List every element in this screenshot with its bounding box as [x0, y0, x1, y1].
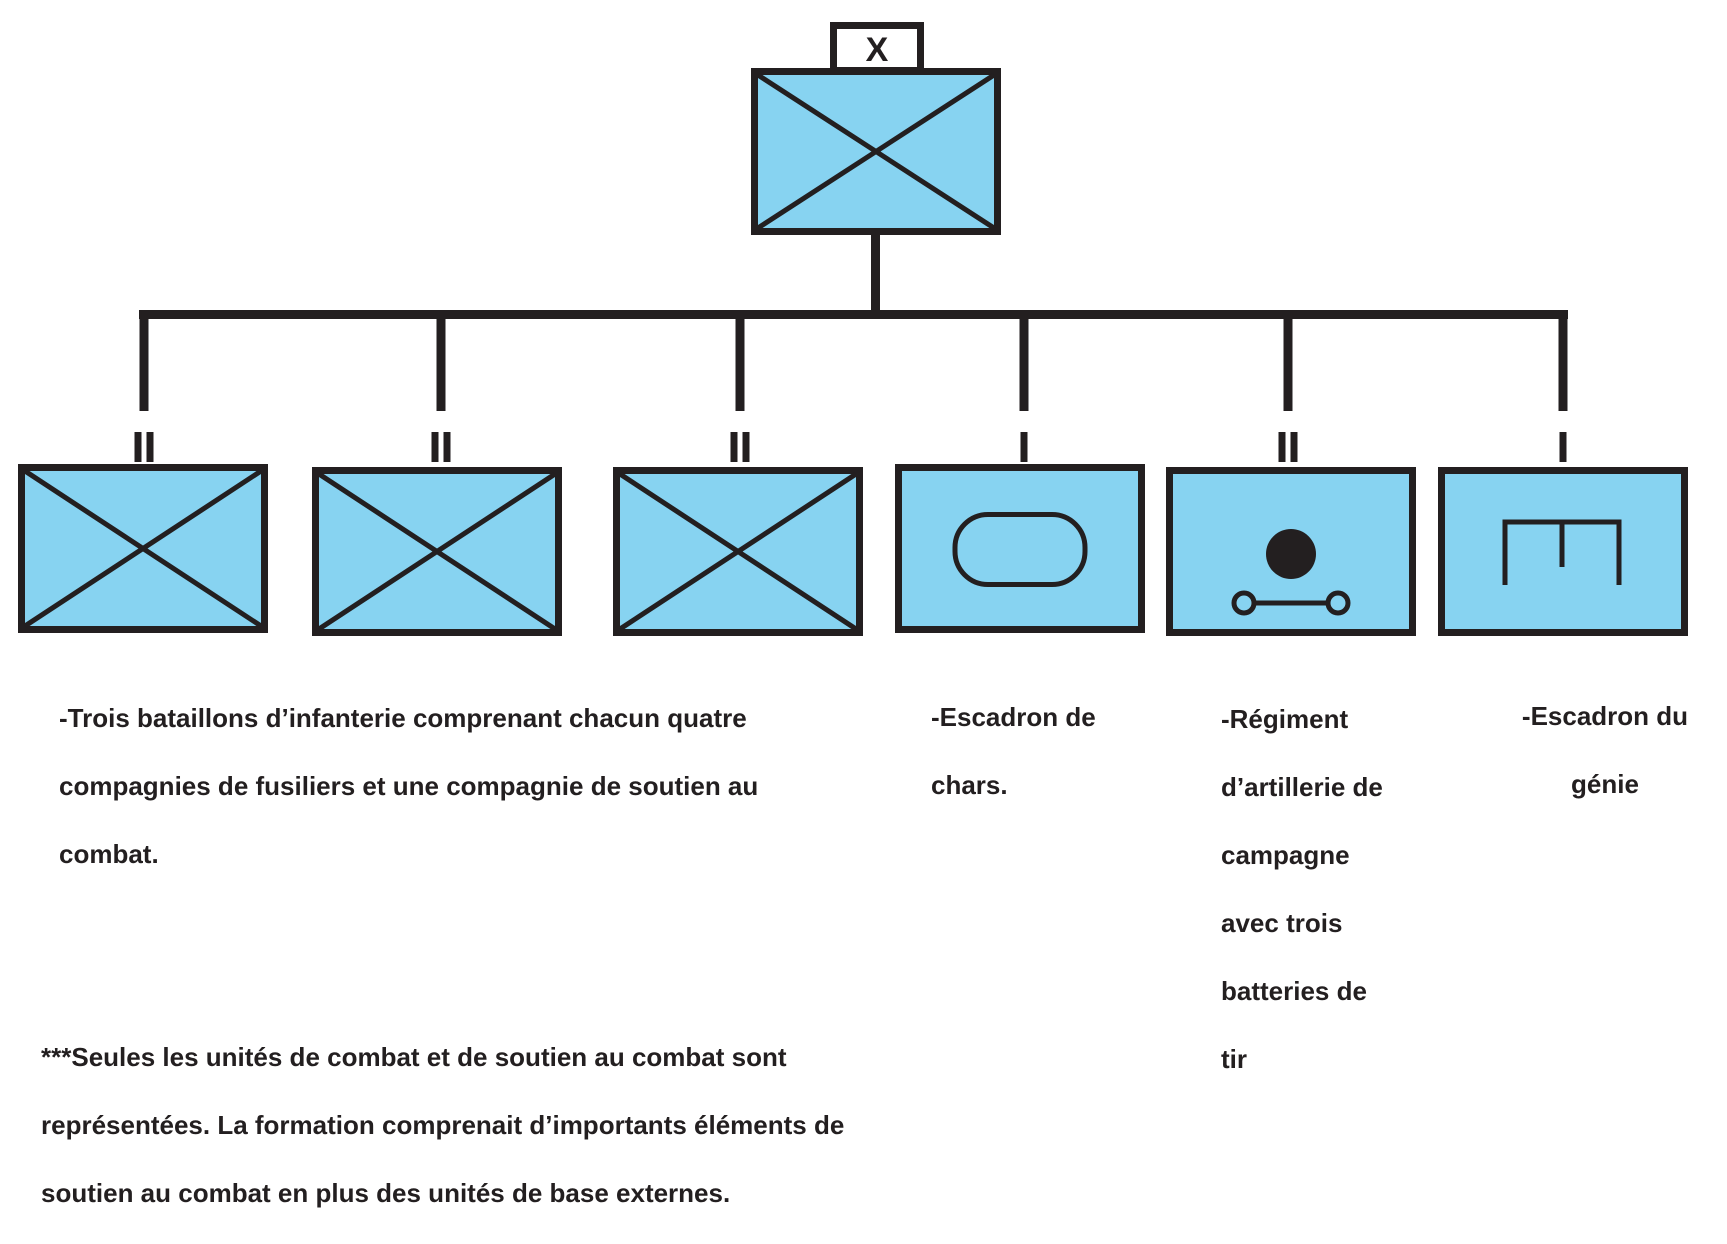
echelon-bar [1290, 432, 1298, 462]
caption-line: compagnies de fusiliers et une compagnie… [59, 771, 759, 801]
echelon-bar [1559, 432, 1567, 462]
footnote: ***Seules les unités de combat et de sou… [41, 1006, 844, 1244]
headquarters-unit: X [751, 22, 1001, 235]
org-chart: X [18, 22, 1688, 636]
drop-line [1558, 319, 1568, 411]
caption-line: d’artillerie de [1221, 772, 1383, 802]
drop-line [1019, 319, 1029, 411]
branch-bus-line [139, 310, 1568, 319]
echelon-bar [443, 432, 451, 462]
engineer-bridge-icon [1502, 519, 1622, 585]
armor-caption: -Escadron de chars. [931, 666, 1096, 836]
caption-line: batteries de [1221, 976, 1367, 1006]
echelon-bar [1020, 432, 1028, 462]
echelon-bar [730, 432, 738, 462]
wheel-icon [1325, 590, 1351, 616]
caption-line: campagne [1221, 840, 1350, 870]
infantry-caption: -Trois bataillons d’infanterie comprenan… [59, 667, 758, 905]
drop-line [1283, 319, 1293, 411]
unit-eng-sqn [1438, 319, 1688, 636]
unit-inf-bn-3 [613, 319, 863, 636]
drop-line [436, 319, 446, 411]
infantry-cross-line [23, 468, 263, 629]
wheel-icon [1231, 590, 1257, 616]
caption-line: génie [1571, 769, 1639, 799]
caption-line: chars. [931, 770, 1008, 800]
artillery-caption: -Régiment d’artillerie de campagne avec … [1221, 668, 1383, 1110]
unit-arty-regt [1166, 319, 1416, 636]
caption-line: avec trois [1221, 908, 1343, 938]
echelon-bar [146, 432, 154, 462]
infantry-cross-line [756, 72, 996, 231]
footnote-line: représentées. La formation comprenait d’… [41, 1110, 845, 1140]
artillery-dot-icon [1266, 529, 1316, 579]
drop-line [139, 319, 149, 411]
caption-line: -Régiment [1221, 704, 1349, 734]
trunk-line [871, 235, 880, 319]
footnote-line: soutien au combat en plus des unités de … [41, 1178, 731, 1208]
echelon-label: X [866, 31, 889, 69]
echelon-bar [742, 432, 750, 462]
caption-line: tir [1221, 1044, 1247, 1074]
unit-armor-sqn [895, 319, 1145, 633]
unit-inf-bn-1 [18, 319, 268, 633]
unit-inf-bn-2 [312, 319, 562, 636]
caption-line: -Escadron de [931, 702, 1096, 732]
caption-line: -Escadron du [1521, 701, 1689, 731]
subordinate-units [18, 319, 1688, 636]
infantry-cross-line [317, 471, 557, 632]
footnote-line: ***Seules les unités de combat et de sou… [41, 1042, 787, 1072]
engineer-caption: -Escadron du génie [1505, 665, 1705, 835]
unit-frame [895, 464, 1145, 633]
connector-lines [139, 235, 1568, 319]
caption-line: combat. [59, 839, 159, 869]
echelon-bar [431, 432, 439, 462]
infantry-cross-line [618, 471, 858, 632]
drop-line [735, 319, 745, 411]
armor-oval-icon [952, 512, 1088, 587]
echelon-bar [1278, 432, 1286, 462]
caption-line: -Trois bataillons d’infanterie comprenan… [59, 703, 747, 733]
echelon-bar [134, 432, 142, 462]
